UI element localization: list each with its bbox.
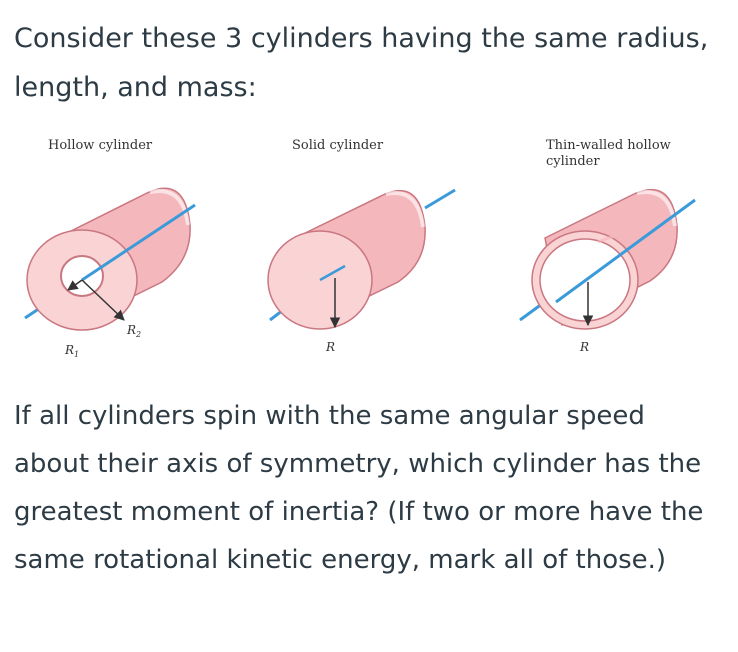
r2-arrow bbox=[81, 279, 125, 321]
thin-caption-line1: Thin-walled hollow bbox=[546, 138, 671, 153]
thin-axis-back bbox=[555, 198, 696, 304]
thin-caption-line2: cylinder bbox=[546, 154, 600, 169]
cylinders-figure: Hollow cylinder Solid cylinder Thin-wall… bbox=[0, 130, 738, 375]
solid-cylinder-caption: Solid cylinder bbox=[292, 138, 384, 153]
thin-walled-cylinder-caption: Thin-walled hollow cylinder bbox=[546, 138, 671, 170]
solid-cylinder: R bbox=[267, 188, 456, 354]
solid-axis-back bbox=[424, 188, 456, 210]
intro-text: Consider these 3 cylinders having the sa… bbox=[14, 23, 709, 103]
hollow-cylinder: R1 R2 bbox=[24, 187, 196, 359]
thin-walled-cylinder: R bbox=[519, 188, 696, 354]
hollow-cylinder-caption: Hollow cylinder bbox=[48, 138, 153, 153]
cylinders-drawing: R1 R2 R R bbox=[24, 187, 696, 359]
hollow-axis-back bbox=[81, 203, 196, 282]
r2-label: R2 bbox=[126, 323, 141, 339]
thin-r-label: R bbox=[579, 340, 589, 354]
r1-label: R1 bbox=[64, 343, 79, 359]
question-text: If all cylinders spin with the same angu… bbox=[14, 401, 704, 575]
hollow-inner-hole bbox=[60, 255, 104, 297]
r1-arrow bbox=[67, 279, 83, 291]
solid-axis-stub bbox=[319, 264, 346, 282]
solid-r-label: R bbox=[325, 340, 335, 354]
